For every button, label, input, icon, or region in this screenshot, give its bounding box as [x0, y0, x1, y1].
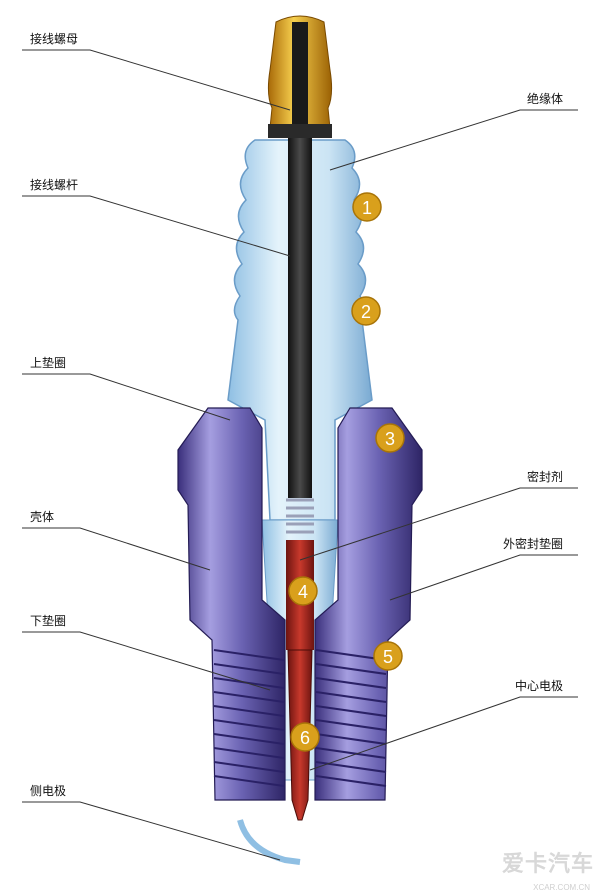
label-terminal-stud: 接线螺杆 [30, 178, 79, 192]
label-center-electrode: 中心电极 [515, 679, 564, 693]
label-shell: 壳体 [30, 510, 55, 524]
watermark-logo: 爱卡汽车 [501, 851, 594, 876]
marker-1: 1 [352, 192, 382, 222]
label-sealant: 密封剂 [527, 470, 564, 484]
thread-lines [213, 649, 387, 787]
label-terminal-nut: 接线螺母 [30, 32, 79, 46]
label-side-electrode: 侧电极 [30, 784, 67, 798]
marker-1-label: 1 [362, 198, 372, 218]
label-upper-gasket: 上垫圈 [30, 356, 67, 370]
label-insulator: 绝缘体 [527, 92, 564, 106]
shell-shape [177, 407, 423, 801]
spring-coils [286, 498, 314, 534]
marker-6: 6 [290, 722, 320, 752]
label-lower-gasket: 下垫圈 [30, 614, 67, 628]
label-outer-seal-gasket: 外密封垫圈 [503, 537, 564, 551]
marker-2: 2 [351, 296, 381, 326]
marker-5-label: 5 [383, 647, 393, 667]
terminal-stud-shape [288, 138, 312, 498]
side-electrode-shape [237, 819, 301, 865]
marker-2-label: 2 [361, 302, 371, 322]
marker-4: 4 [288, 576, 318, 606]
marker-3: 3 [375, 423, 405, 453]
marker-6-label: 6 [300, 728, 310, 748]
watermark-site: XCAR.COM.CN [533, 883, 590, 892]
marker-4-label: 4 [298, 582, 308, 602]
marker-3-label: 3 [385, 429, 395, 449]
leader-lines [22, 49, 578, 861]
marker-5: 5 [373, 641, 403, 671]
terminal-nut-shape [267, 15, 333, 138]
